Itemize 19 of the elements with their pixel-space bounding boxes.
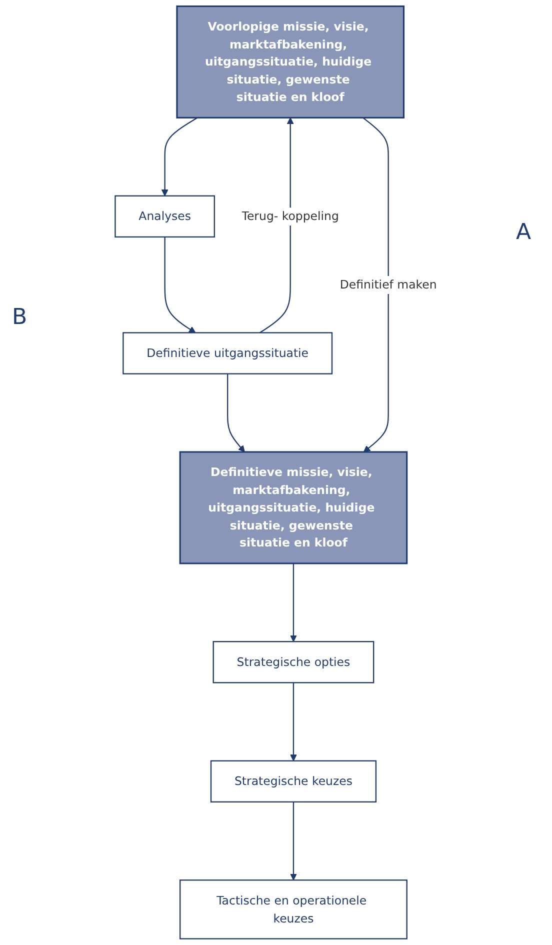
node-box: Voorlopige missie, visie, marktafbakening, uitgangssituatie, huidige situatie, gewenste situatie en kloof <box>176 5 405 118</box>
edge-label: Definitief maken <box>340 278 437 292</box>
arrow <box>290 802 297 880</box>
node-box: Definitieve uitgangssituatie <box>122 332 333 374</box>
arrow <box>259 117 294 334</box>
arrow <box>290 682 297 762</box>
arrow <box>290 563 297 642</box>
arrow <box>362 117 389 452</box>
letter-label: B <box>12 305 28 330</box>
node-box: Analyses <box>114 195 216 238</box>
letter-label: A <box>516 220 532 245</box>
arrow <box>227 374 246 452</box>
arrow <box>164 236 196 334</box>
arrow <box>161 117 198 196</box>
node-box: Strategische opties <box>212 641 374 684</box>
node-box: Definitieve missie, visie, marktafbakening, uitgangssituatie, huidige situatie, gewenste situatie en kloof <box>179 451 408 564</box>
node-box: Strategische keuzes <box>210 760 377 802</box>
edge-label: Terug- koppeling <box>242 209 339 224</box>
node-box: Tactische en operationele keuzes <box>180 880 408 940</box>
